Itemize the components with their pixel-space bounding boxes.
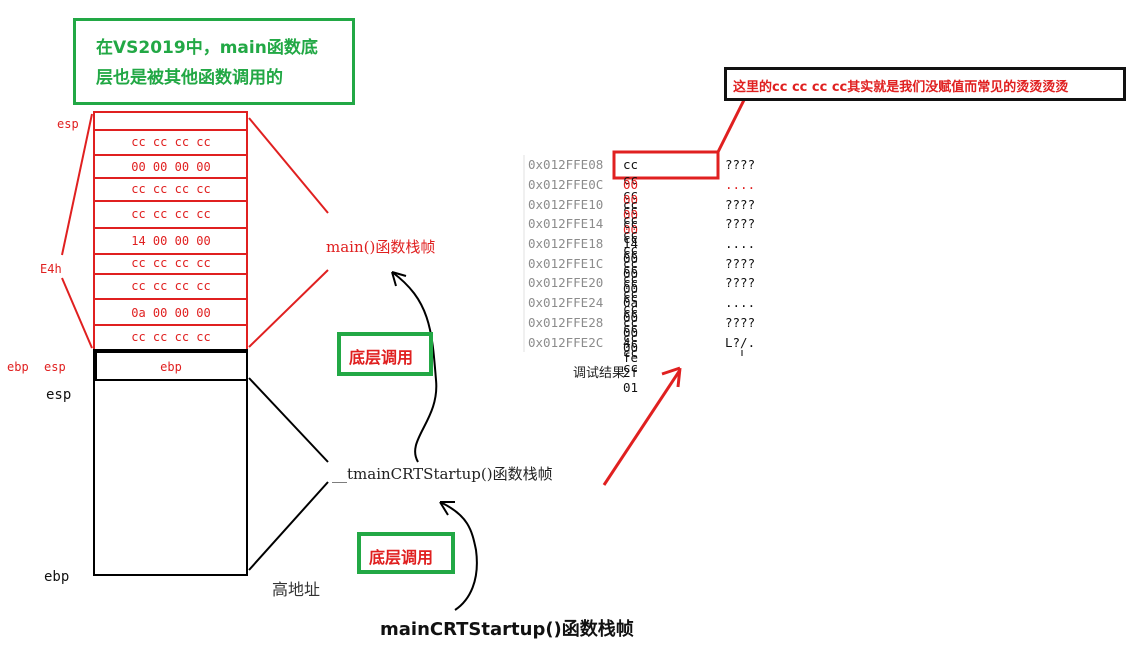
lower-call-label-box: 底层调用 <box>357 532 455 574</box>
result-arrow <box>602 369 682 486</box>
lower-call-label: 底层调用 <box>369 548 434 567</box>
memory-address: 0x012FFE20 <box>528 275 604 290</box>
stack-cell: cc cc cc cc <box>131 135 211 149</box>
memory-bytes: cc cc cc cc <box>623 157 639 217</box>
stack-cell: cc cc cc cc <box>131 256 211 270</box>
ebp-esp-ebp-label: ebp <box>7 360 29 374</box>
lower-arrowhead <box>439 501 455 516</box>
memory-address: 0x012FFE2C <box>528 335 604 350</box>
cc-highlight-box <box>612 150 720 180</box>
memory-bytes: 0a 00 00 00 <box>623 295 639 355</box>
esp-top-label: esp <box>57 117 79 131</box>
stack-cell: 0a 00 00 00 <box>131 306 211 320</box>
callout-text: 这里的cc cc cc cc其实就是我们没赋值而常见的烫烫烫烫 <box>733 80 1069 95</box>
crt-frame-label: mainCRTStartup()函数栈帧 <box>380 619 634 640</box>
memory-bytes: cc cc cc cc <box>623 197 639 257</box>
memory-caption: 调试结果 <box>573 366 626 381</box>
crt-frame-outline <box>93 349 248 576</box>
memory-address: 0x012FFE10 <box>528 197 604 212</box>
memory-ascii: L?/. <box>725 335 756 350</box>
upper-call-arrow <box>391 271 438 463</box>
memory-bytes: cc cc cc cc <box>623 256 639 316</box>
memory-bytes: cc cc cc cc <box>623 216 639 276</box>
memory-bytes: cc cc cc cc <box>623 315 639 375</box>
note-line-2: 层也是被其他函数调用的 <box>96 68 283 88</box>
callout-connector <box>716 99 746 153</box>
stack-cell: cc cc cc cc <box>131 182 211 196</box>
memory-ascii: .... <box>725 295 756 310</box>
memory-address: 0x012FFE1C <box>528 256 604 271</box>
upper-arrowhead <box>391 271 407 287</box>
stack-cell: cc cc cc cc <box>131 207 211 221</box>
ebp-bottom-label: ebp <box>44 569 70 585</box>
upper-call-label: 底层调用 <box>349 348 414 367</box>
result-arrowhead <box>661 366 682 388</box>
memory-ascii: ???? <box>725 256 756 271</box>
high-address-label: 高地址 <box>272 580 321 599</box>
esp-lower-label: esp <box>46 387 72 403</box>
memory-address: 0x012FFE14 <box>528 216 604 231</box>
memory-ascii: .... <box>725 236 756 251</box>
upper-call-label-box: 底层调用 <box>337 332 433 376</box>
main-frame-funnel <box>248 117 329 348</box>
ebp-cell: ebp <box>160 360 182 374</box>
stack-cell: cc cc cc cc <box>131 330 211 344</box>
stack-cell: 00 00 00 00 <box>131 160 211 174</box>
stack-cell: 14 00 00 00 <box>131 234 211 248</box>
memory-address: 0x012FFE28 <box>528 315 604 330</box>
memory-bytes: 4c fe 2f 01 <box>623 335 639 395</box>
size-bracket <box>61 113 93 349</box>
memory-bytes: 14 00 00 00 <box>623 236 639 296</box>
callout-box: 这里的cc cc cc cc其实就是我们没赋值而常见的烫烫烫烫 <box>724 67 1126 101</box>
memory-address: 0x012FFE18 <box>528 236 604 251</box>
tmain-frame-funnel <box>248 377 329 571</box>
memory-ascii: ???? <box>725 315 756 330</box>
note-box: 在VS2019中，main函数底 层也是被其他函数调用的 <box>73 18 355 105</box>
memory-bytes: cc cc cc cc <box>623 275 639 335</box>
note-line-1: 在VS2019中，main函数底 <box>96 38 318 58</box>
main-frame-dividers <box>94 129 247 326</box>
memory-ascii: .... <box>725 177 756 192</box>
memory-address: 0x012FFE08 <box>528 157 604 172</box>
memory-ascii: ???? <box>725 216 756 231</box>
tmain-frame-label: __tmainCRTStartup()函数栈帧 <box>332 465 553 483</box>
memory-ascii: ???? <box>725 275 756 290</box>
memory-ascii: ???? <box>725 197 756 212</box>
memory-bytes: 00 00 00 00 <box>623 177 639 237</box>
lower-call-arrow <box>439 501 478 611</box>
memory-ascii: ???? <box>725 157 756 172</box>
memory-address: 0x012FFE24 <box>528 295 604 310</box>
main-frame-label: main()函数栈帧 <box>326 238 436 256</box>
memory-address: 0x012FFE0C <box>528 177 604 192</box>
stack-cell: cc cc cc cc <box>131 279 211 293</box>
ebp-esp-esp-label: esp <box>44 360 66 374</box>
size-label: E4h <box>40 262 62 276</box>
